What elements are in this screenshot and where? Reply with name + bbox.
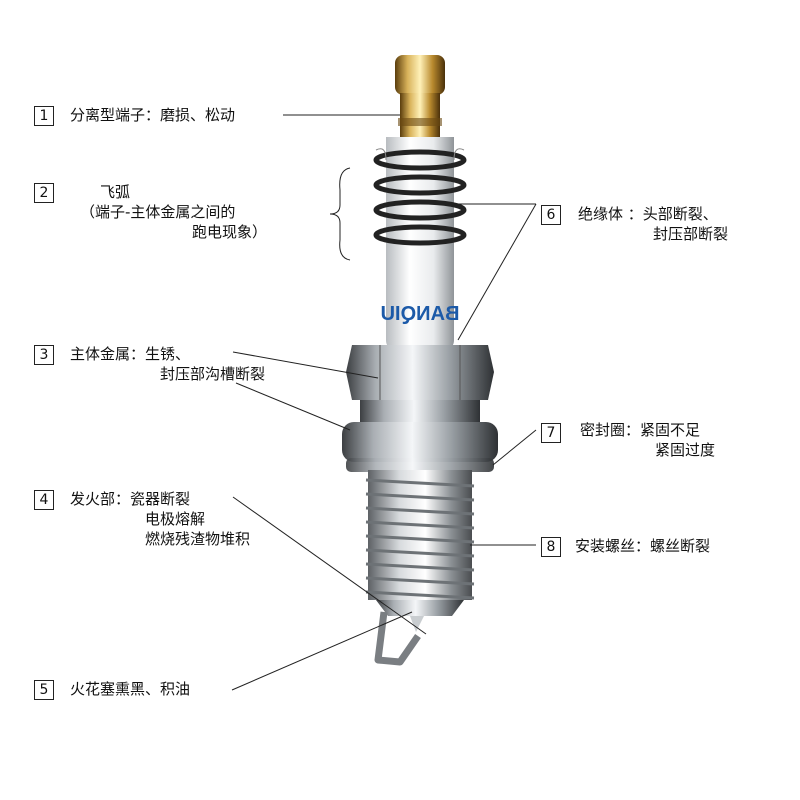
hex-nut — [346, 345, 494, 400]
label-1: 分离型端子：磨损、松动 — [70, 105, 235, 125]
gasket — [342, 422, 498, 462]
label-number-1: 1 — [34, 106, 54, 126]
terminal-neck — [400, 93, 440, 137]
label-number-7: 7 — [541, 423, 561, 443]
label-3: 主体金属：生锈、 封压部沟槽断裂 — [70, 344, 265, 384]
brand-text: BANQIU — [381, 303, 460, 325]
label-2: 飞弧 （端子-主体金属之间的 跑电现象） — [80, 182, 267, 242]
leader-6b — [458, 204, 536, 340]
spark-plug-illustration: BANQIU — [342, 55, 498, 662]
label-8: 安装螺丝：螺丝断裂 — [575, 536, 710, 556]
leader-3b — [236, 383, 350, 430]
label-number-6: 6 — [541, 205, 561, 225]
label-number-8: 8 — [541, 537, 561, 557]
label-number-5: 5 — [34, 680, 54, 700]
leader-2-brace — [330, 168, 350, 260]
leader-5 — [232, 612, 412, 690]
label-5: 火花塞熏黑、积油 — [70, 679, 190, 699]
terminal-cap — [395, 55, 445, 95]
label-number-3: 3 — [34, 345, 54, 365]
label-6: 绝缘体 ：头部断裂、 封压部断裂 — [578, 204, 728, 244]
label-7: 密封圈：紧固不足 紧固过度 — [580, 420, 715, 460]
leader-7 — [493, 430, 536, 465]
label-number-4: 4 — [34, 490, 54, 510]
label-4: 发火部：瓷器断裂 电极熔解 燃烧残渣物堆积 — [70, 489, 250, 549]
metal-shell-neck — [360, 400, 480, 422]
label-number-2: 2 — [34, 183, 54, 203]
